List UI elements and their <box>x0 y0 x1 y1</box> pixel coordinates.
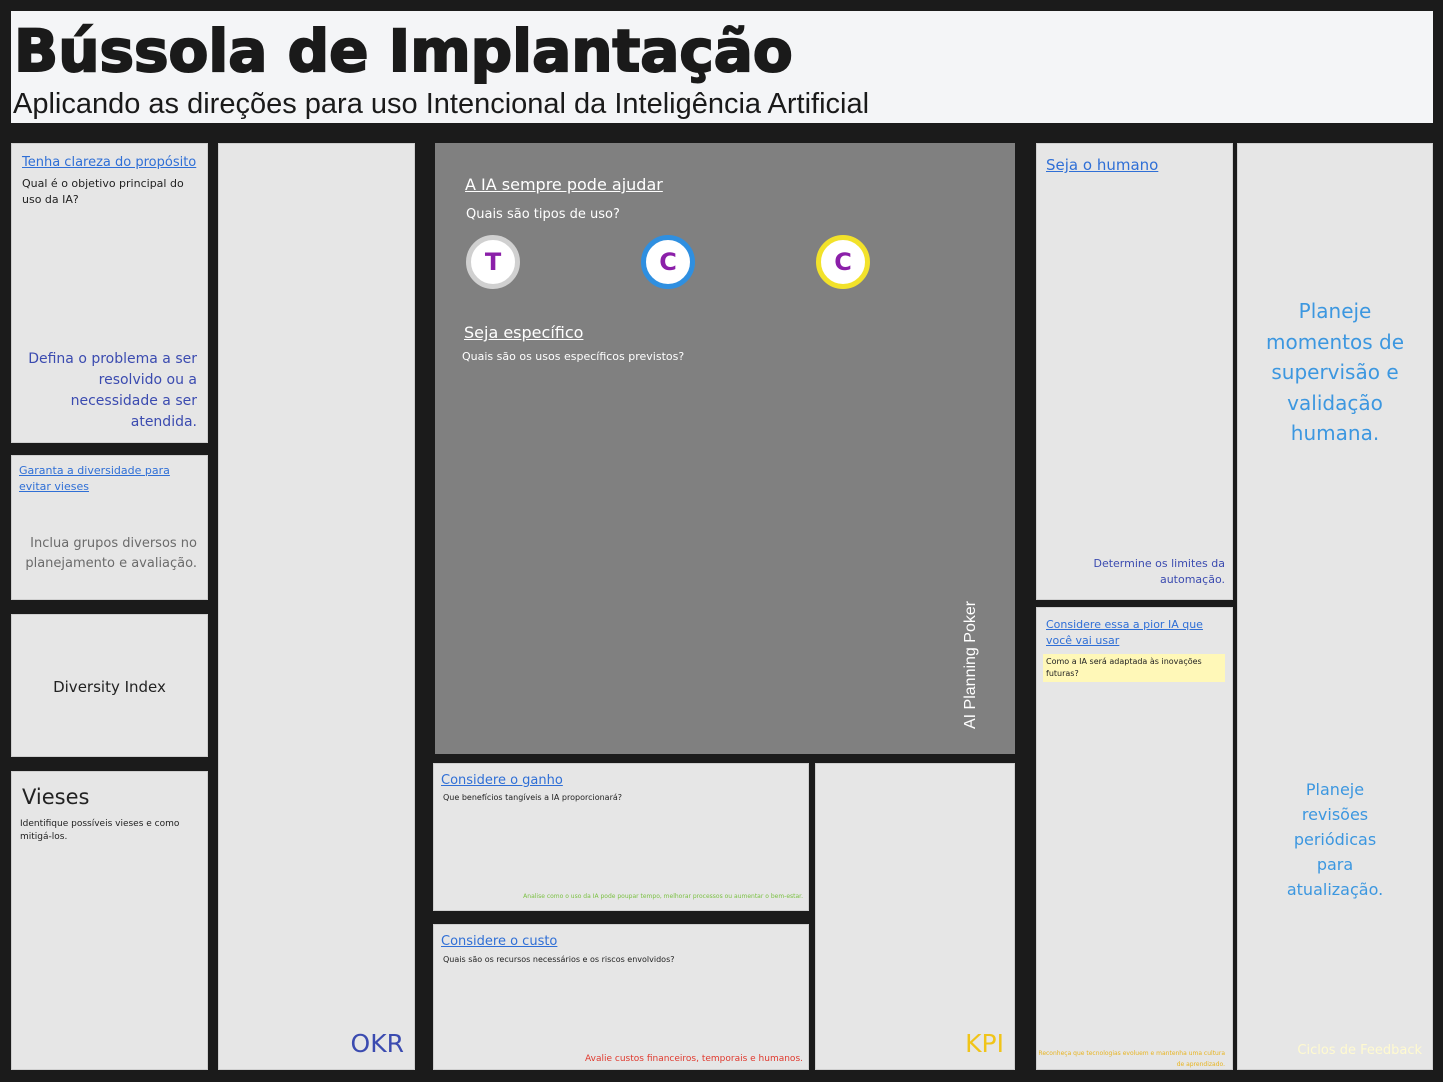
human-card[interactable]: Seja o humano Determine os limites da au… <box>1036 143 1233 600</box>
cost-card[interactable]: Considere o custo Quais são os recursos … <box>433 924 809 1070</box>
biases-card[interactable]: Vieses Identifique possíveis vieses e co… <box>11 771 208 1070</box>
diversity-index-label: Diversity Index <box>53 678 166 696</box>
usage-type-circle-c-blue[interactable]: C <box>641 235 695 289</box>
ai-planning-poker-label: AI Planning Poker <box>962 600 979 729</box>
okr-label: OKR <box>350 1029 404 1058</box>
header: Bússola de Implantação Aplicando as dire… <box>11 11 1433 123</box>
specific-question: Quais são os usos específicos previstos? <box>462 350 685 363</box>
page-title: Bússola de Implantação <box>13 16 794 86</box>
worst-ai-card[interactable]: Considere essa a pior IA que você vai us… <box>1036 607 1233 1070</box>
human-hint: Determine os limites da automação. <box>1093 557 1225 586</box>
diversity-card[interactable]: Garanta a diversidade para evitar vieses… <box>11 455 208 600</box>
diversity-hint: Inclua grupos diversos no planejamento e… <box>25 536 197 571</box>
biases-title: Vieses <box>22 785 90 809</box>
ai-planning-panel[interactable]: A IA sempre pode ajudar Quais são tipos … <box>435 143 1015 754</box>
feedback-cycles-label: Ciclos de Feedback <box>1297 1043 1422 1058</box>
okr-card[interactable]: OKR <box>218 143 415 1070</box>
types-question: Quais são tipos de uso? <box>466 207 620 222</box>
worst-ai-hint: Reconheça que tecnologias evoluem e mant… <box>1038 1050 1225 1068</box>
usage-type-letter: C <box>834 248 852 276</box>
plan-reviews-text: Planeje revisões periódicas para atualiz… <box>1286 780 1384 899</box>
diversity-index-card[interactable]: Diversity Index <box>11 614 208 757</box>
usage-type-circle-c-yellow[interactable]: C <box>816 235 870 289</box>
kpi-card[interactable]: KPI <box>815 763 1015 1070</box>
purpose-link[interactable]: Tenha clareza do propósito <box>22 155 197 170</box>
biases-question: Identifique possíveis vieses e como miti… <box>20 819 180 842</box>
worst-ai-link[interactable]: Considere essa a pior IA que você vai us… <box>1046 618 1203 647</box>
worst-ai-sticky-note[interactable]: Como a IA será adaptada às inovações fut… <box>1043 654 1225 682</box>
cost-link[interactable]: Considere o custo <box>441 934 558 949</box>
purpose-hint: Defina o problema a ser resolvido ou a n… <box>28 351 197 430</box>
kpi-label: KPI <box>965 1029 1004 1058</box>
feedback-card[interactable]: Planeje momentos de supervisão e validaç… <box>1237 143 1433 1070</box>
purpose-question: Qual é o objetivo principal do uso da IA… <box>22 177 184 206</box>
cost-question: Quais são os recursos necessários e os r… <box>443 955 675 964</box>
page-subtitle: Aplicando as direções para uso Intencion… <box>13 88 870 120</box>
gain-question: Que benefícios tangíveis a IA proporcion… <box>443 793 623 802</box>
usage-type-circle-t[interactable]: T <box>466 235 520 289</box>
purpose-card[interactable]: Tenha clareza do propósito Qual é o obje… <box>11 143 208 443</box>
gain-link[interactable]: Considere o ganho <box>441 773 563 788</box>
usage-type-letter: C <box>659 248 677 276</box>
specific-link[interactable]: Seja específico <box>464 323 584 342</box>
human-link[interactable]: Seja o humano <box>1046 156 1159 174</box>
ai-help-link[interactable]: A IA sempre pode ajudar <box>465 175 663 194</box>
usage-type-letter: T <box>484 248 502 276</box>
plan-supervision-text: Planeje momentos de supervisão e validaç… <box>1265 299 1405 445</box>
gain-card[interactable]: Considere o ganho Que benefícios tangíve… <box>433 763 809 911</box>
cost-hint: Avalie custos financeiros, temporais e h… <box>585 1054 803 1064</box>
gain-hint: Analise como o uso da IA pode poupar tem… <box>523 893 803 900</box>
diversity-link[interactable]: Garanta a diversidade para evitar vieses <box>19 464 170 493</box>
